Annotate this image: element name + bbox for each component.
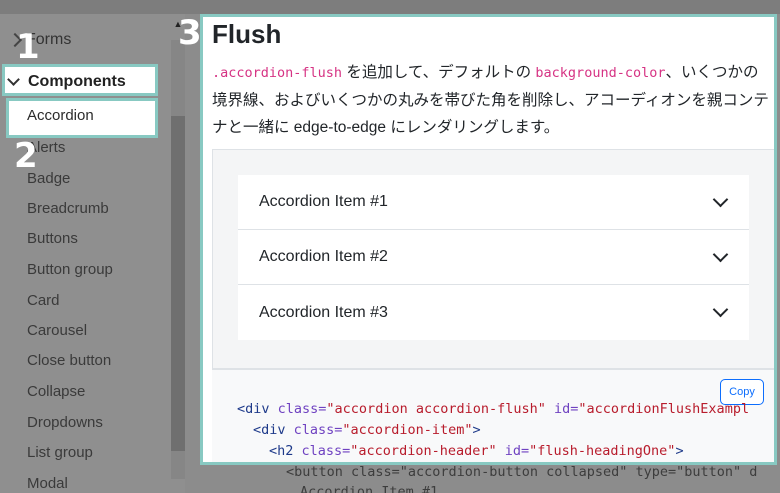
code-token: "accordion-header" xyxy=(350,443,497,459)
accordion-item-label: Accordion Item #2 xyxy=(259,248,388,265)
code-token: > xyxy=(675,443,684,459)
code-line-dimmed: <button class="accordion-button collapse… xyxy=(286,464,758,480)
accordion-item-label: Accordion Item #3 xyxy=(259,303,388,321)
accordion-item-button[interactable]: Accordion Item #1 xyxy=(238,175,749,230)
example-preview: Accordion Item #1 Accordion Item #2 Acco… xyxy=(212,149,774,369)
scroll-up-arrow-icon[interactable]: ▲ xyxy=(173,19,183,29)
accordion-item-button[interactable]: Accordion Item #2 xyxy=(238,230,749,285)
sidebar-item-breadcrumb[interactable]: Breadcrumb xyxy=(27,200,109,217)
sidebar-components-label[interactable]: Components xyxy=(28,73,126,90)
section-description: .accordion-flush を追加して、デフォルトの background… xyxy=(212,59,772,141)
accordion-flush: Accordion Item #1 Accordion Item #2 Acco… xyxy=(238,175,749,340)
sidebar-scrollbar-thumb[interactable] xyxy=(171,116,185,451)
sidebar-item-button-group[interactable]: Button group xyxy=(27,261,113,278)
callout-number-2: 2 xyxy=(14,136,38,176)
sidebar-item-alerts[interactable]: Alerts xyxy=(27,139,66,156)
chevron-down-icon xyxy=(712,301,729,318)
callout-number-1: 1 xyxy=(16,27,40,67)
code-token: <div xyxy=(237,401,278,417)
code-token: class= xyxy=(293,422,343,438)
sidebar-item-collapse[interactable]: Collapse xyxy=(27,383,86,400)
accordion-item-label: Accordion Item #1 xyxy=(259,193,388,210)
top-strip xyxy=(0,0,780,14)
callout-number-3: 3 xyxy=(178,13,202,53)
sidebar-forms-label: Forms xyxy=(26,31,72,48)
code-line: <div class="accordion accordion-flush" i… xyxy=(237,401,749,417)
sidebar-item-card[interactable]: Card xyxy=(27,292,60,309)
section-title: Flush xyxy=(212,19,282,49)
code-token: "accordionFlushExampl xyxy=(578,401,750,417)
code-token: > xyxy=(472,422,481,438)
inline-code: background-color xyxy=(535,65,666,81)
code-token: "accordion accordion-flush" xyxy=(326,401,546,417)
sidebar-item-list-group[interactable]: List group xyxy=(27,444,93,461)
code-line-dimmed: Accordion Item #1 xyxy=(300,484,439,493)
sidebar-item-badge[interactable]: Badge xyxy=(27,170,71,187)
chevron-down-icon xyxy=(712,246,729,262)
flush-section-panel: Flush .accordion-flush を追加して、デフォルトの back… xyxy=(200,14,777,465)
description-text: を追加して、デフォルトの xyxy=(342,64,536,81)
sidebar-item-close-button[interactable]: Close button xyxy=(27,352,112,369)
sidebar-item-modal[interactable]: Modal xyxy=(27,475,68,492)
description-text: 、いくつかの境界線、およびいくつかの丸みを帯びた角を削除し、アコーディオンを親コ… xyxy=(212,64,769,136)
copy-button[interactable]: Copy xyxy=(720,379,764,405)
code-token: "flush-headingOne" xyxy=(529,443,676,459)
code-token: "accordion-item" xyxy=(342,422,473,438)
highlight-accordion[interactable] xyxy=(6,98,158,138)
accordion-item-button[interactable]: Accordion Item #3 xyxy=(238,285,749,340)
code-token: id= xyxy=(545,401,579,417)
inline-code: .accordion-flush xyxy=(212,65,343,81)
sidebar-item-buttons[interactable]: Buttons xyxy=(27,230,78,247)
sidebar-item-dropdowns[interactable]: Dropdowns xyxy=(27,414,103,431)
sidebar-item-carousel[interactable]: Carousel xyxy=(27,322,88,339)
code-token: <div xyxy=(253,422,294,438)
code-snippet: Copy <div class="accordion accordion-flu… xyxy=(212,369,774,462)
chevron-down-icon xyxy=(712,191,729,207)
code-token: class= xyxy=(301,443,351,459)
code-token: class= xyxy=(277,401,327,417)
highlight-components[interactable] xyxy=(2,64,158,96)
sidebar-item-accordion[interactable]: Accordion xyxy=(27,107,94,124)
code-line: <h2 class="accordion-header" id="flush-h… xyxy=(269,443,684,459)
code-line: <div class="accordion-item"> xyxy=(253,422,481,438)
code-token: <h2 xyxy=(269,443,302,459)
code-token: id= xyxy=(496,443,530,459)
sidebar-item-forms[interactable]: Forms xyxy=(7,28,72,52)
